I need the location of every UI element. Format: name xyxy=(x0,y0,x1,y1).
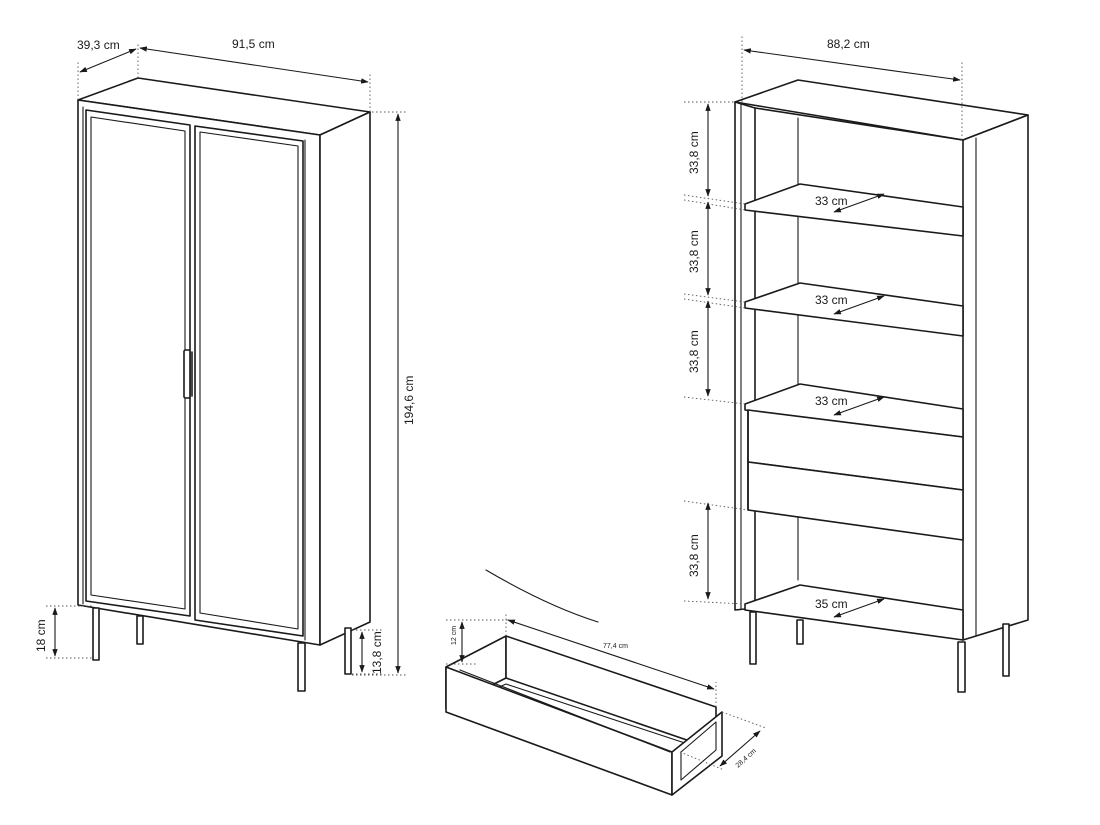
label-leg-height-side: 13,8 cm xyxy=(370,631,384,674)
label-width: 91,5 cm xyxy=(232,37,275,51)
dim-depth-left: 39,3 cm xyxy=(77,38,139,100)
drawer-top-edge xyxy=(459,669,671,753)
label-shelf-depth-2: 33 cm xyxy=(815,293,848,307)
open-cabinet xyxy=(734,79,1029,693)
label-drawer-height: 12 cm xyxy=(451,626,458,645)
label-shelf-gap-4: 33,8 cm xyxy=(687,534,701,577)
dim-drawer-width: 77,4 cm xyxy=(505,612,717,707)
left-door-glass xyxy=(90,116,186,610)
left-door xyxy=(85,109,191,617)
closed-cabinet xyxy=(77,77,371,692)
dim-width-left: 91,5 cm xyxy=(139,37,371,112)
right-door-glass xyxy=(199,131,299,630)
dim-shelf-depth-1: 33 cm xyxy=(815,193,885,213)
cabinet-side xyxy=(319,111,371,646)
open-cabinet-right-side xyxy=(962,114,1029,641)
shelf-bottom xyxy=(744,584,964,641)
label-shelf-gap-1: 33,8 cm xyxy=(687,131,701,174)
label-shelf-gap-2: 33,8 cm xyxy=(687,230,701,273)
dim-leg-height-side: 13,8 cm xyxy=(352,629,384,675)
right-door xyxy=(194,125,304,637)
open-cabinet-top xyxy=(734,79,1029,141)
label-shelf-depth-1: 33 cm xyxy=(815,194,848,208)
label-shelf-gap-3: 33,8 cm xyxy=(687,330,701,373)
leg-open-back-right xyxy=(1002,623,1010,677)
top-inner-edge xyxy=(754,107,964,141)
dim-shelf-depth-2: 33 cm xyxy=(815,293,885,315)
dim-shelf-gap-2: 33,8 cm xyxy=(683,199,746,303)
label-width-right: 88,2 cm xyxy=(827,37,870,51)
dim-width-right: 88,2 cm xyxy=(741,34,963,140)
dim-height-left: 194,6 cm xyxy=(352,111,416,676)
drawer-callout-curve xyxy=(485,569,599,623)
leg-open-front-left xyxy=(749,611,757,665)
door-handle xyxy=(183,349,191,399)
label-shelf-depth-4: 35 cm xyxy=(815,597,848,611)
dim-shelf-gap-3: 33,8 cm xyxy=(683,298,746,405)
dim-shelf-depth-3: 33 cm xyxy=(815,394,885,416)
open-cabinet-left-side xyxy=(734,101,756,611)
label-drawer-width: 77,4 cm xyxy=(603,643,628,650)
cabinet-front xyxy=(77,99,321,646)
dim-leg-height: 18 cm xyxy=(34,605,92,659)
label-shelf-depth-3: 33 cm xyxy=(815,394,848,408)
label-leg-height: 18 cm xyxy=(34,619,48,652)
leg-front-left xyxy=(92,607,100,661)
leg-open-front-right xyxy=(957,641,966,693)
leg-back-right xyxy=(344,627,352,675)
leg-front-right xyxy=(297,642,306,692)
drawer xyxy=(445,569,723,796)
drawer-right-inner xyxy=(680,721,717,781)
shelf-2 xyxy=(744,282,964,337)
dim-shelf-gap-4: 33,8 cm xyxy=(683,500,749,605)
shelf-1 xyxy=(744,183,964,237)
label-height: 194,6 cm xyxy=(402,376,416,425)
dim-shelf-depth-4: 35 cm xyxy=(815,597,885,618)
dim-drawer-height: 12 cm xyxy=(446,619,508,665)
leg-back-left xyxy=(136,615,144,645)
leg-open-back-left xyxy=(796,619,804,645)
label-depth: 39,3 cm xyxy=(77,38,120,52)
dim-shelf-gap-1: 33,8 cm xyxy=(683,101,746,205)
